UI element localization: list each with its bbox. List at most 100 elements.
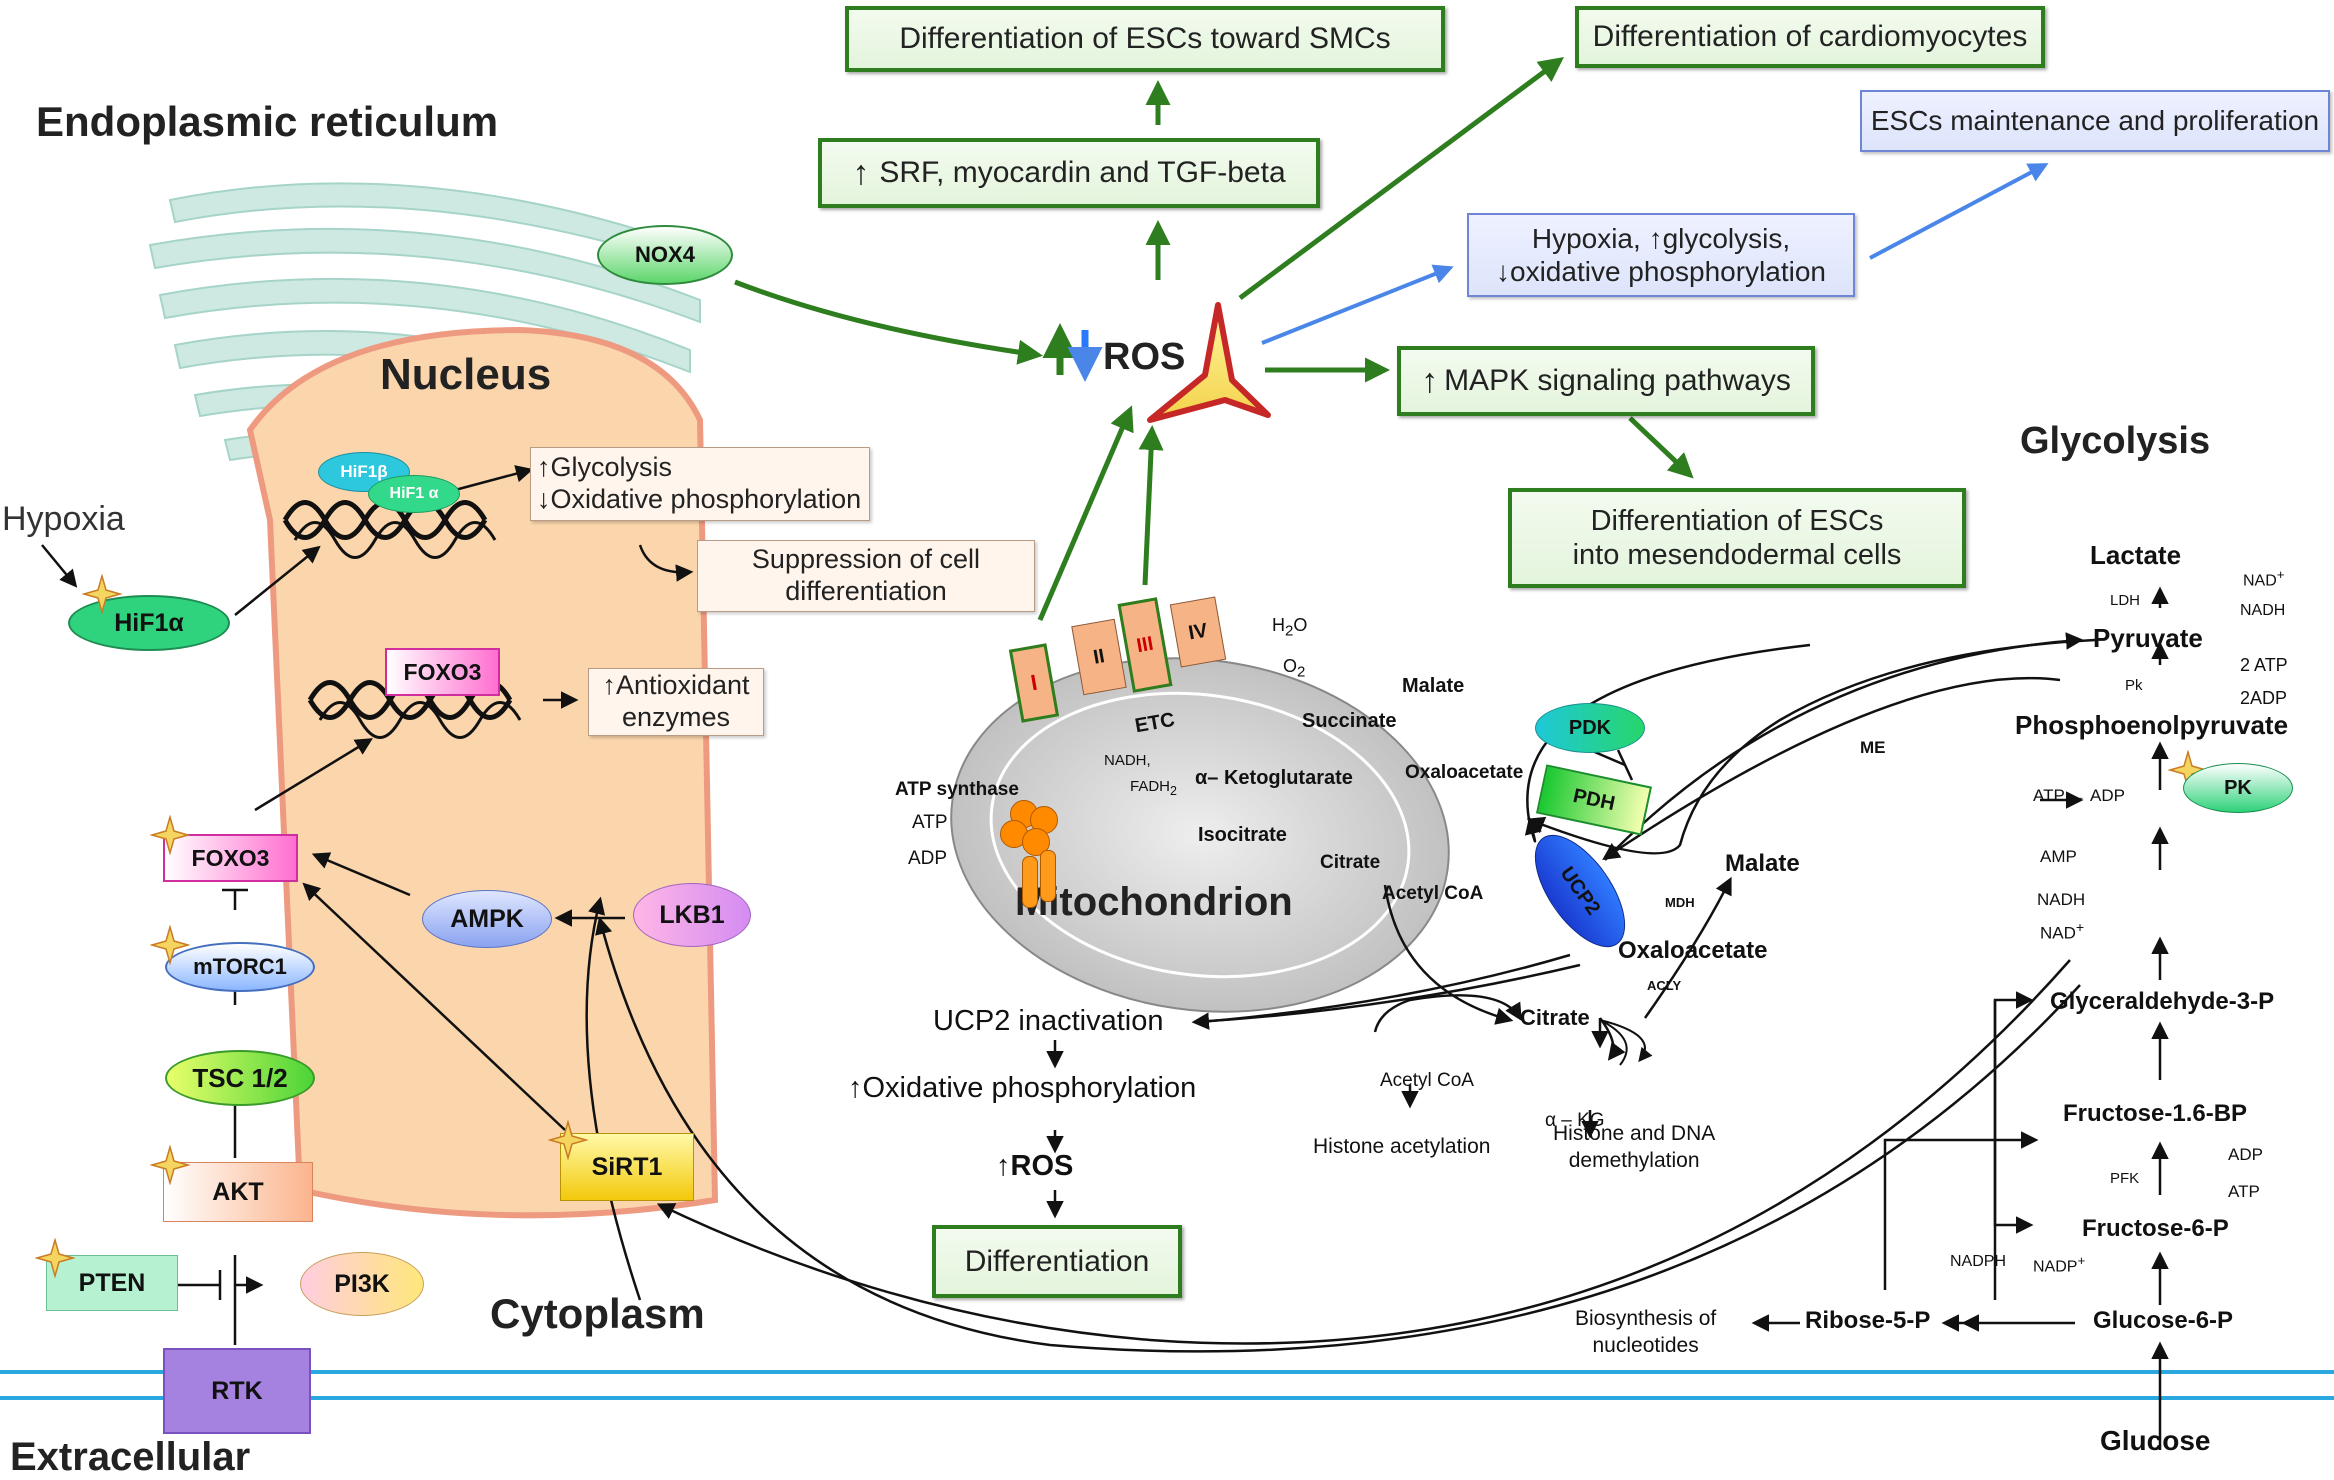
box-hypoxia-glycolysis: Hypoxia, ↑glycolysis, ↓oxidative phospho… [1467,213,1855,297]
ros-star-shape [1147,302,1271,423]
glyco-glucose: Glucose [2100,1425,2211,1456]
box-srf: ↑SRF, myocardin and TGF-beta [818,138,1320,208]
glycolysis-label: Glycolysis [2020,420,2211,462]
nadh-label: NADH, [1104,752,1151,769]
mitochondrion-label: Mitochondrion [1015,880,1293,924]
star-icon-sirt1 [548,1120,588,1160]
etc-complex-1: I [1008,643,1060,723]
glyco-lactate: Lactate [2090,540,2182,570]
star-icon-mtorc1 [150,925,190,965]
rtk-node: RTK [163,1348,311,1434]
h2o-label: H2O [1272,615,1308,640]
box-mapk: ↑MAPK signaling pathways [1397,346,1815,416]
glyco-g3p: Glyceraldehyde-3-P [2050,988,2275,1015]
star-icon-akt [150,1145,190,1185]
foxo3-node: FOXO3 [163,834,298,882]
glyco-nad2: NAD+ [2040,920,2085,943]
tca-malate: Malate [1402,675,1465,697]
atp-label: ATP [912,812,948,833]
hif1b-node: HiF1β [318,452,410,492]
curve-to-ucp2-inact [1199,953,1571,1024]
etc-complex-4: IV [1169,596,1227,668]
glyco-r5p: Ribose-5-P [1805,1307,1931,1334]
atp-synthase-icon [1000,800,1072,910]
mdh-label: MDH [1665,895,1695,910]
nox4-node: NOX4 [597,225,733,285]
me-label: ME [1860,738,1886,757]
cytoplasm-label: Cytoplasm [490,1290,705,1337]
tca-citrate: Citrate [1320,852,1381,873]
cell-membrane [0,1370,2334,1400]
etc-complexes: I II III IV [1008,596,1227,723]
akt-node: AKT [163,1162,313,1222]
tca-oxaloacetate: Oxaloacetate [1405,762,1524,783]
ros-increase: ↑ROS [996,1150,1074,1182]
glyco-adp3: ADP [2228,1145,2263,1164]
glyco-2atp: 2 ATP [2240,655,2288,675]
box-cardiomyocytes: Differentiation of cardiomyocytes [1575,6,2045,68]
cyto-oxaloacetate: Oxaloacetate [1618,937,1768,964]
foxo3-nuclear-node: FOXO3 [385,648,500,696]
ros-label: ROS [1103,336,1186,378]
box-escs-maintenance: ESCs maintenance and proliferation [1860,90,2330,152]
tca-succinate: Succinate [1302,710,1397,732]
glyco-pyruvate: Pyruvate [2093,623,2203,653]
cyto-akg: α – KG [1545,1110,1605,1131]
glyco-nadh: NADH [2240,602,2286,619]
glyco-ldh: LDH [2110,592,2141,609]
atp-synthase-label: ATP synthase [895,779,1019,800]
glyco-nadp: NADP+ [2033,1253,2086,1276]
tsc-node: TSC 1/2 [165,1050,315,1106]
adp-label: ADP [908,848,948,869]
glyco-pfk: PFK [2110,1170,2140,1187]
star-icon-hif1a [82,574,122,614]
curve-to-ampk [595,916,2081,1353]
tca-akg: α– Ketoglutarate [1195,767,1353,789]
ucp2-inactivation: UCP2 inactivation [933,1005,1164,1037]
histone-acetylation: Histone acetylation [1313,1135,1491,1158]
pi3k-node: PI3K [300,1252,424,1316]
pdk-node: PDK [1535,703,1645,753]
glyco-f16bp: Fructose-1.6-BP [2063,1100,2248,1127]
acly-label: ACLY [1647,978,1682,993]
glyco-pk-small: Pk [2125,677,2143,694]
black-arrows [41,465,2169,1450]
o2-label: O2 [1283,656,1306,681]
glyco-atp-adp: ATP ← ADP [2033,786,2125,805]
extracellular-label: Extracellular [10,1435,251,1479]
box-glycolysis-oxphos: ↑Glycolysis ↓Oxidative phosphorylation [530,447,870,521]
hypoxia-label: Hypoxia [2,500,125,538]
glyco-nadh2: NADH [2037,890,2086,909]
hif1a-node: HiF1α [68,595,230,651]
etc-complex-2: II [1071,618,1127,696]
pten-node: PTEN [46,1255,178,1311]
glyco-g6p: Glucose-6-P [2093,1307,2234,1334]
glyco-2adp: 2ADP [2240,688,2288,708]
curve-citrate-branches [1599,1019,1645,1065]
glyco-atp3: ATP [2228,1182,2260,1201]
curve-pyruvate-to-pdh [1526,638,2096,855]
er-label: Endoplasmic reticulum [36,98,499,145]
nucleus-label: Nucleus [380,350,552,399]
glyco-nad: NAD+ [2243,567,2285,590]
cyto-acetylcoa: Acetyl CoA [1380,1070,1474,1091]
lkb1-node: LKB1 [633,883,751,947]
cyto-malate: Malate [1725,850,1800,877]
glyco-amp: AMP [2040,847,2077,866]
pk-node: PK [2183,763,2293,813]
mitochondrion-body [950,657,1450,1013]
box-differentiation: Differentiation [932,1225,1182,1298]
oxphos-increase: ↑Oxidative phosphorylation [848,1072,1197,1104]
sirt1-node: SiRT1 [560,1133,694,1201]
fadh-label: FADH2 [1130,778,1177,798]
glyco-pep: Phosphoenolpyruvate [2015,710,2289,740]
star-icon-foxo3 [150,815,190,855]
curve-citrate-out [1383,884,1514,1025]
hif1a-nuclear-node: HiF1 α [368,475,460,513]
glyco-f6p: Fructose-6-P [2082,1215,2229,1242]
tca-acetylcoa: Acetyl CoA [1382,883,1484,904]
star-icon-pten [35,1238,75,1278]
